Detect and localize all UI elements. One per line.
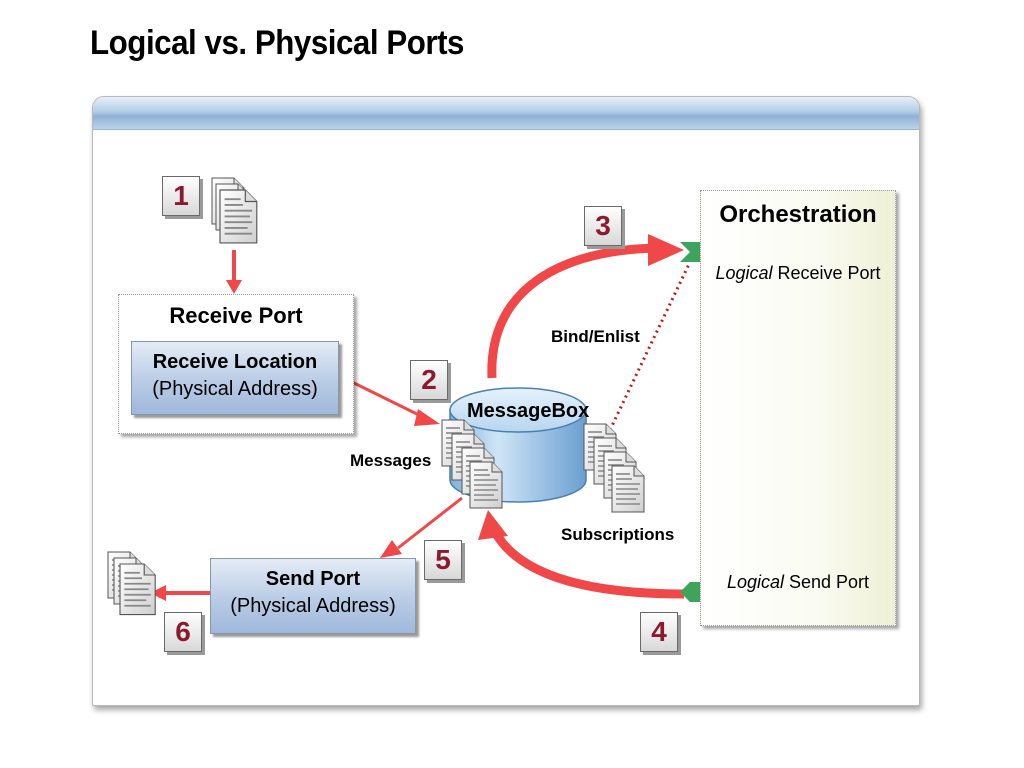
logical-send-port-label: Logical Send Port — [701, 572, 895, 593]
arrow-messagebox-to-orchestration — [487, 234, 684, 379]
send-port-title: Send Port — [265, 568, 361, 590]
frame-title-bar — [93, 97, 919, 130]
bind-enlist-line — [608, 261, 692, 431]
messagebox-label: MessageBox — [467, 400, 590, 422]
subscriptions-label: Subscriptions — [561, 525, 675, 544]
step-1-badge: 1 — [162, 176, 200, 216]
logical-receive-italic: Logical — [715, 263, 773, 283]
arrow-orchestration-to-messagebox — [478, 510, 685, 599]
send-port-box: Send Port (Physical Address) — [210, 558, 416, 634]
step-2-badge: 2 — [410, 360, 448, 400]
receive-location-box: Receive Location (Physical Address) — [131, 341, 339, 415]
receive-port-panel: Receive Port Receive Location (Physical … — [118, 294, 354, 434]
subscriptions-document-icon — [583, 423, 645, 513]
arrow-send-port-to-doc — [150, 585, 210, 601]
logical-send-italic: Logical — [726, 572, 784, 592]
step-6-badge: 6 — [164, 612, 202, 652]
step-5-badge: 5 — [424, 540, 462, 580]
logical-receive-rest: Receive Port — [772, 263, 881, 283]
receive-location-address: (Physical Address) — [152, 378, 318, 400]
arrow-doc-to-receive-port — [226, 250, 242, 294]
receive-port-connector-icon — [680, 242, 700, 262]
send-port-connector-icon — [680, 582, 700, 602]
orchestration-panel: Orchestration Logical Receive Port Logic… — [700, 190, 896, 626]
logical-send-rest: Send Port — [783, 572, 870, 592]
input-document-icon — [211, 177, 258, 244]
send-port-address: (Physical Address) — [230, 595, 396, 617]
step-4-badge: 4 — [640, 612, 678, 652]
output-document-icon — [107, 551, 157, 616]
receive-port-title: Receive Port — [169, 303, 303, 328]
arrow-receive-to-messagebox — [351, 380, 440, 426]
arrow-messagebox-to-send-port — [380, 496, 463, 558]
orchestration-title: Orchestration — [719, 201, 877, 228]
step-3-badge: 3 — [584, 206, 622, 246]
logical-receive-port-label: Logical Receive Port — [701, 263, 895, 284]
receive-location-title: Receive Location — [152, 351, 318, 373]
slide-title: Logical vs. Physical Ports — [90, 24, 464, 62]
messages-label: Messages — [350, 451, 432, 470]
bind-enlist-label: Bind/Enlist — [551, 327, 640, 346]
